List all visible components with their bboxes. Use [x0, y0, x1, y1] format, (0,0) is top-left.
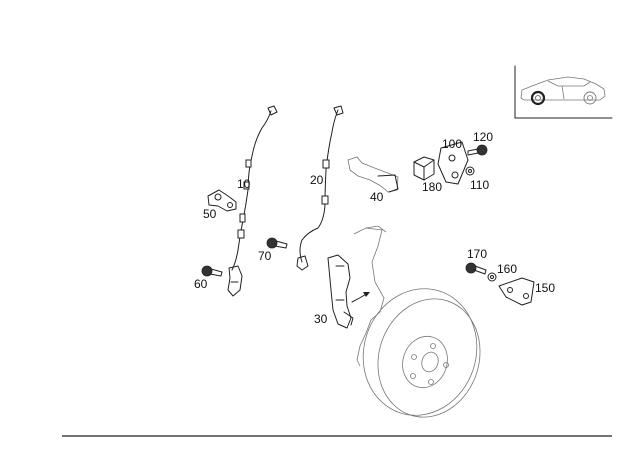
vehicle-locator-thumbnail	[514, 65, 613, 119]
callout-10: 10	[237, 177, 251, 191]
callout-labels: 10 20 30 40 50 60 70 100 110 120 150 160…	[194, 130, 555, 326]
callout-60: 60	[194, 277, 208, 291]
callout-100: 100	[442, 137, 462, 151]
bolt-120	[467, 144, 488, 156]
direction-arrow	[351, 292, 370, 303]
speed-sensor-cable-10	[227, 105, 278, 297]
callout-150: 150	[535, 281, 555, 295]
callout-160: 160	[497, 262, 517, 276]
callout-120: 120	[473, 130, 493, 144]
bolt-60	[201, 265, 223, 277]
callout-30: 30	[314, 312, 328, 326]
bracket-40	[347, 156, 399, 193]
callout-20: 20	[310, 173, 324, 187]
bracket-150	[498, 277, 535, 306]
nut-110	[465, 166, 475, 176]
callout-40: 40	[370, 190, 384, 204]
callout-110: 110	[470, 178, 489, 192]
callout-170: 170	[467, 247, 487, 261]
holder-clip-50	[207, 189, 237, 212]
steering-knuckle	[353, 225, 387, 367]
washer-160	[487, 272, 497, 282]
callout-180: 180	[422, 180, 442, 194]
callout-70: 70	[258, 249, 272, 263]
sensor-holder-30	[327, 254, 354, 329]
car-icon	[520, 76, 606, 106]
speed-sensor-cable-20	[296, 105, 344, 271]
bolt-70	[266, 237, 288, 249]
bolt-170	[465, 262, 487, 275]
bracket-100	[437, 141, 469, 185]
part-180	[413, 156, 435, 181]
brake-disc	[362, 288, 481, 418]
callout-50: 50	[203, 207, 217, 221]
